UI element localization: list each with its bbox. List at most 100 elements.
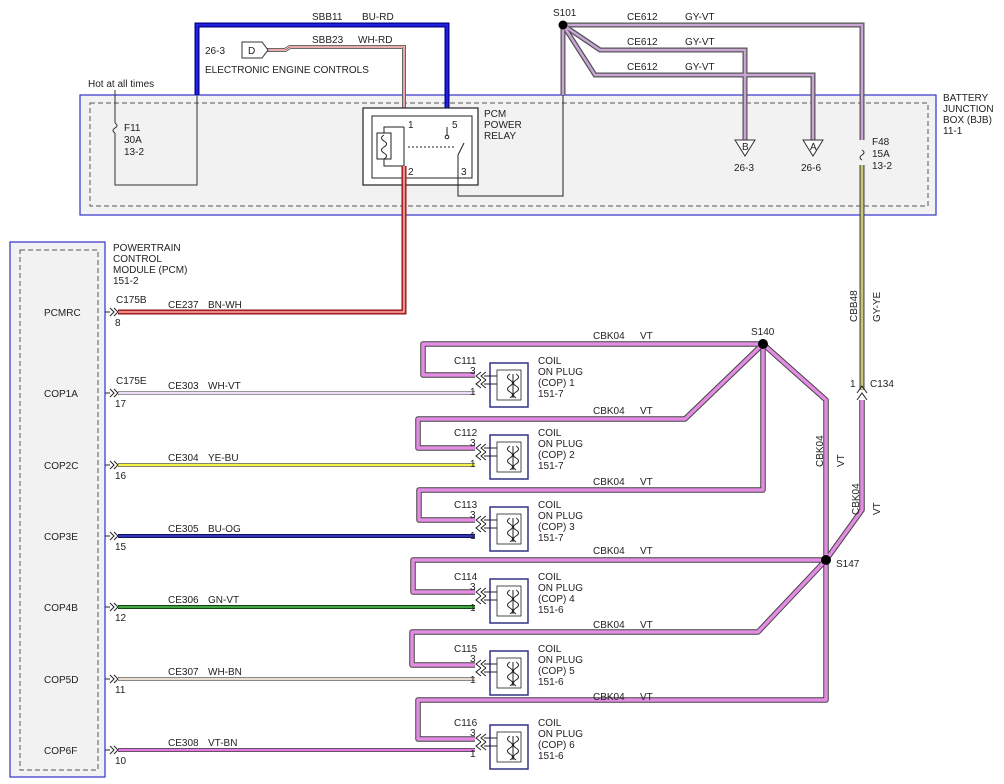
ce612-color-2: GY-VT: [685, 37, 715, 48]
coil-label-line: ON PLUG: [538, 367, 583, 378]
sbb23-color: WH-RD: [358, 35, 392, 46]
feed-harness-vt: [409, 339, 865, 742]
svg-text:30A: 30A: [124, 135, 142, 146]
pcm-label: POWERTRAIN CONTROL MODULE (PCM) 151-2: [113, 243, 187, 287]
coil-label-line: (COP) 3: [538, 522, 575, 533]
sbb11-label: SBB11: [312, 12, 343, 23]
ce612-color-3: GY-VT: [685, 62, 715, 73]
svg-text:F48: F48: [872, 137, 890, 148]
eec-ref: 26-3: [205, 46, 225, 57]
pin-number: 16: [115, 471, 127, 482]
svg-text:1: 1: [408, 120, 414, 131]
battery-junction-box: [79, 94, 937, 216]
svg-text:1: 1: [850, 379, 856, 390]
wire-circuit: CE308: [168, 738, 199, 749]
coil-label-line: COIL: [538, 644, 562, 655]
svg-text:BATTERY: BATTERY: [943, 93, 989, 104]
coil-label-line: 151-7: [538, 389, 564, 400]
cbk04-label-2: CBK04: [593, 406, 625, 417]
signal-wires: [118, 391, 475, 752]
coil-label-line: (COP) 2: [538, 450, 575, 461]
svg-text:13-2: 13-2: [872, 161, 892, 172]
vt-label-1: VT: [640, 331, 653, 342]
coil-label-line: COIL: [538, 572, 562, 583]
wire-color: WH-BN: [208, 667, 242, 678]
wire-color: WH-VT: [208, 381, 241, 392]
svg-text:26-6: 26-6: [801, 163, 821, 174]
pin-number: 15: [115, 542, 127, 553]
coil-label-line: ON PLUG: [538, 729, 583, 740]
coil-pin-1: 1: [470, 387, 476, 398]
vt-vert-1: VT: [836, 454, 847, 467]
coil-label-line: 151-6: [538, 677, 564, 688]
svg-text:15A: 15A: [872, 149, 890, 160]
pin-number: 10: [115, 756, 127, 767]
pcm-module: [9, 241, 106, 778]
svg-text:B: B: [742, 142, 749, 153]
svg-text:C134: C134: [870, 379, 894, 390]
coil-pin-3: 3: [470, 582, 476, 593]
vt-label-3: VT: [640, 477, 653, 488]
ce612-label-3: CE612: [627, 62, 658, 73]
svg-text:CONTROL: CONTROL: [113, 254, 162, 265]
coil-pin-1: 1: [470, 531, 476, 542]
pin-name: COP5D: [44, 675, 78, 686]
pin-number: 8: [115, 318, 121, 329]
wire-circuit: CE306: [168, 595, 199, 606]
hot-label: Hot at all times: [88, 79, 154, 90]
svg-text:3: 3: [461, 167, 467, 178]
sbb23-label: SBB23: [312, 35, 344, 46]
svg-text:BOX (BJB): BOX (BJB): [943, 115, 992, 126]
s140-label: S140: [751, 327, 775, 338]
wire-color: VT-BN: [208, 738, 237, 749]
connector-c134: 1 C134: [850, 379, 894, 401]
wire-circuit: CE303: [168, 381, 199, 392]
eec-connector-d: D 26-3 ELECTRONIC ENGINE CONTROLS: [205, 41, 369, 76]
cbb48-label: CBB48: [849, 290, 860, 322]
cbk04-label-6: CBK04: [593, 692, 625, 703]
coil-pin-3: 3: [470, 510, 476, 521]
coil-label-line: (COP) 1: [538, 378, 575, 389]
wire-circuit: CE237: [168, 300, 199, 311]
coil-label-line: ON PLUG: [538, 655, 583, 666]
cbk04-label-5: CBK04: [593, 620, 625, 631]
wire-ce237: [118, 166, 407, 315]
relay-label-3: RELAY: [484, 131, 516, 142]
coil-pin-3: 3: [470, 438, 476, 449]
svg-text:JUNCTION: JUNCTION: [943, 104, 994, 115]
ce612-color-1: GY-VT: [685, 12, 715, 23]
cbk04-vert-2: CBK04: [851, 483, 862, 515]
wire-circuit: CE307: [168, 667, 199, 678]
wire-sbb11: [194, 22, 450, 127]
pin-name: COP3E: [44, 532, 78, 543]
s147-label: S147: [836, 559, 860, 570]
coil-pin-3: 3: [470, 728, 476, 739]
pin-connector: C175E: [116, 376, 147, 387]
ce612-label-2: CE612: [627, 37, 658, 48]
cbk04-label-3: CBK04: [593, 477, 625, 488]
pin-name: PCMRC: [44, 308, 81, 319]
vt-label-6: VT: [640, 692, 653, 703]
coil-pin-1: 1: [470, 459, 476, 470]
coil-label-line: ON PLUG: [538, 511, 583, 522]
coil-pin-3: 3: [470, 654, 476, 665]
coil-connector: C114: [454, 572, 478, 583]
coil-pin-3: 3: [470, 366, 476, 377]
wire-color: BU-OG: [208, 524, 241, 535]
relay-label-2: POWER: [484, 120, 522, 131]
coil-connector: C111: [454, 356, 477, 367]
vt-label-5: VT: [640, 620, 653, 631]
coil-label-line: COIL: [538, 500, 562, 511]
fuse-f11: F11 30A 13-2: [112, 90, 198, 186]
wire-color: GN-VT: [208, 595, 239, 606]
